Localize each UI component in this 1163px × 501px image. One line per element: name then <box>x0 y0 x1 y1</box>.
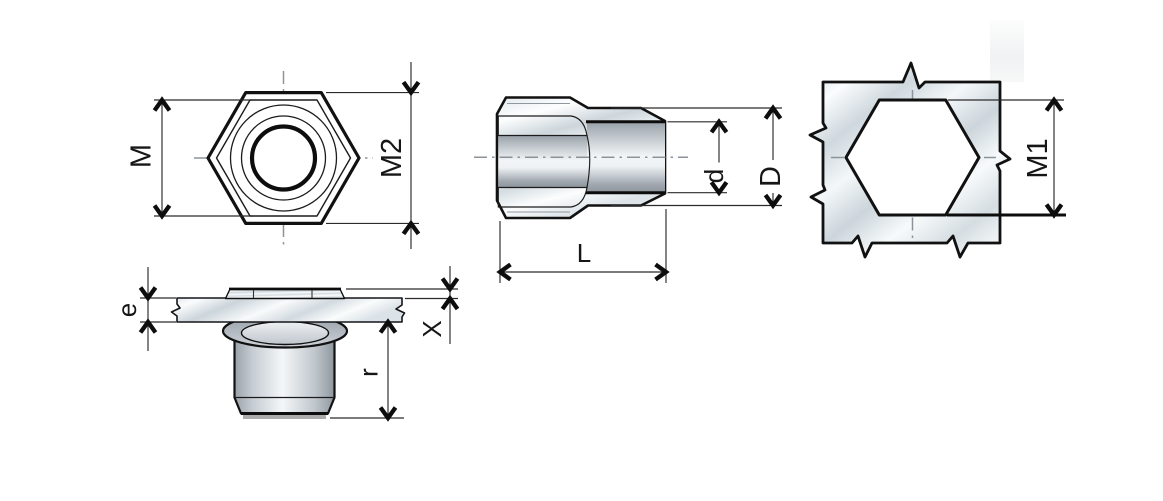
background-smudge <box>990 20 1024 82</box>
arrow-down <box>440 277 460 293</box>
dimension-M1: M1 <box>947 96 1066 219</box>
arrow-up <box>401 219 421 236</box>
arrow-up <box>440 294 460 311</box>
label-M: M <box>126 144 158 168</box>
arrow-down <box>763 193 783 210</box>
dimension-X: X <box>346 266 460 344</box>
hex-hole-plate-view: M1 <box>808 61 1066 259</box>
arrow-up <box>378 318 398 334</box>
sheet-panel <box>170 297 406 323</box>
arrow-down <box>1044 203 1064 219</box>
arrow-up <box>709 118 729 134</box>
thread-bore-circle <box>249 124 318 192</box>
label-d: d <box>699 169 729 183</box>
bottom-face-shadow <box>243 415 326 419</box>
arrow-down <box>138 286 158 302</box>
dimension-M2: M2 <box>326 62 421 249</box>
label-M1: M1 <box>1022 138 1054 178</box>
arrow-down <box>709 180 729 197</box>
chamfer-circle <box>240 115 327 201</box>
dimension-D: D <box>611 104 787 210</box>
arrow-left <box>496 262 512 282</box>
arrow-up <box>1044 96 1064 112</box>
dimension-e: e <box>112 267 176 351</box>
hex-flat-top <box>497 115 588 137</box>
arrow-up <box>763 104 783 120</box>
installed-head <box>224 288 346 300</box>
arrow-down <box>401 80 421 97</box>
rivet-nut-side-view: d D L <box>474 96 787 283</box>
hex-middle-face <box>498 135 588 188</box>
hex-hole <box>844 98 981 217</box>
flange-circle <box>229 104 338 212</box>
label-L: L <box>577 238 591 268</box>
nut-top-view: M M2 <box>126 62 421 249</box>
label-M2: M2 <box>376 138 408 178</box>
label-r: r <box>354 368 384 377</box>
arrow-down <box>152 204 172 220</box>
label-e: e <box>112 303 142 317</box>
dimension-L: L <box>496 209 670 283</box>
hex-flat-bottom <box>497 186 588 208</box>
installed-view: e X r <box>112 266 460 422</box>
bulge-inner <box>240 320 330 346</box>
arrow-up <box>152 96 172 112</box>
label-X: X <box>417 320 447 337</box>
outer-hexagon <box>206 90 361 225</box>
shank-face <box>587 122 665 193</box>
installed-body <box>233 336 336 415</box>
dimension-M: M <box>126 96 253 220</box>
dimension-r: r <box>330 318 404 422</box>
dimension-d: d <box>667 118 729 197</box>
inner-hexagon <box>215 99 352 217</box>
arrow-up <box>138 318 158 334</box>
arrow-right <box>654 262 670 282</box>
hex-round-transition <box>586 135 591 188</box>
arrow-down <box>378 406 398 422</box>
label-D: D <box>755 166 787 187</box>
